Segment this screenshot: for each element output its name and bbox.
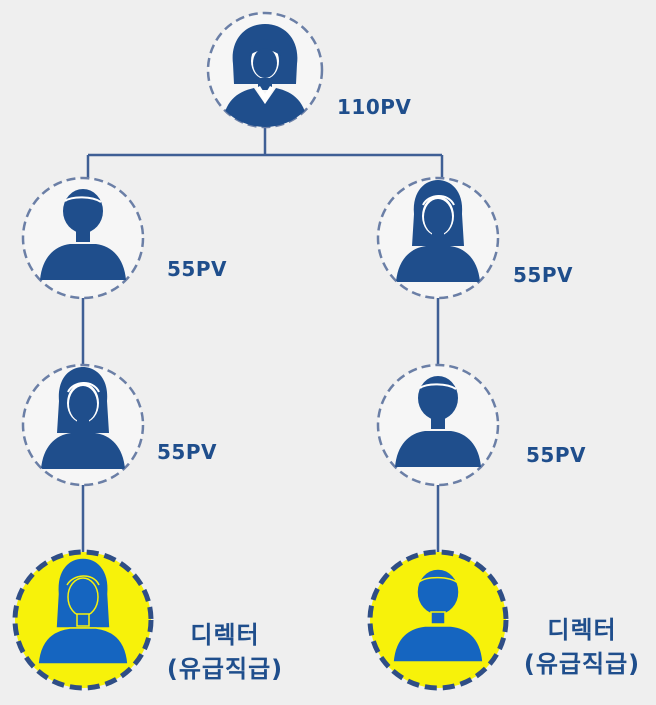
pv-label-root: 110PV (337, 95, 412, 119)
pv-label-left-2: 55PV (157, 440, 217, 464)
man-icon (40, 189, 126, 280)
businesswoman-icon (222, 24, 308, 127)
node-right-1 (376, 176, 500, 300)
node-root (206, 11, 324, 129)
rank-label-right: 디렉터 (유급직급) (508, 613, 656, 681)
rank-label-left: 디렉터 (유급직급) (150, 618, 300, 686)
rank-subtitle: (유급직급) (166, 655, 284, 683)
rank-subtitle: (유급직급) (523, 650, 641, 678)
node-left-3 (12, 549, 154, 691)
rank-title: 디렉터 (190, 621, 260, 649)
woman-icon (37, 557, 129, 665)
node-right-3 (367, 549, 509, 691)
pv-label-left-1: 55PV (167, 257, 227, 281)
man-icon (395, 376, 481, 467)
woman-icon (396, 180, 480, 282)
node-left-1 (21, 176, 145, 300)
connector-lines (81, 127, 444, 552)
rank-title: 디렉터 (547, 616, 617, 644)
man-icon (392, 568, 484, 663)
node-left-2 (21, 363, 145, 487)
node-right-2 (376, 363, 500, 487)
pv-label-right-1: 55PV (513, 263, 573, 287)
pv-label-right-2: 55PV (526, 443, 586, 467)
woman-icon (41, 367, 125, 469)
